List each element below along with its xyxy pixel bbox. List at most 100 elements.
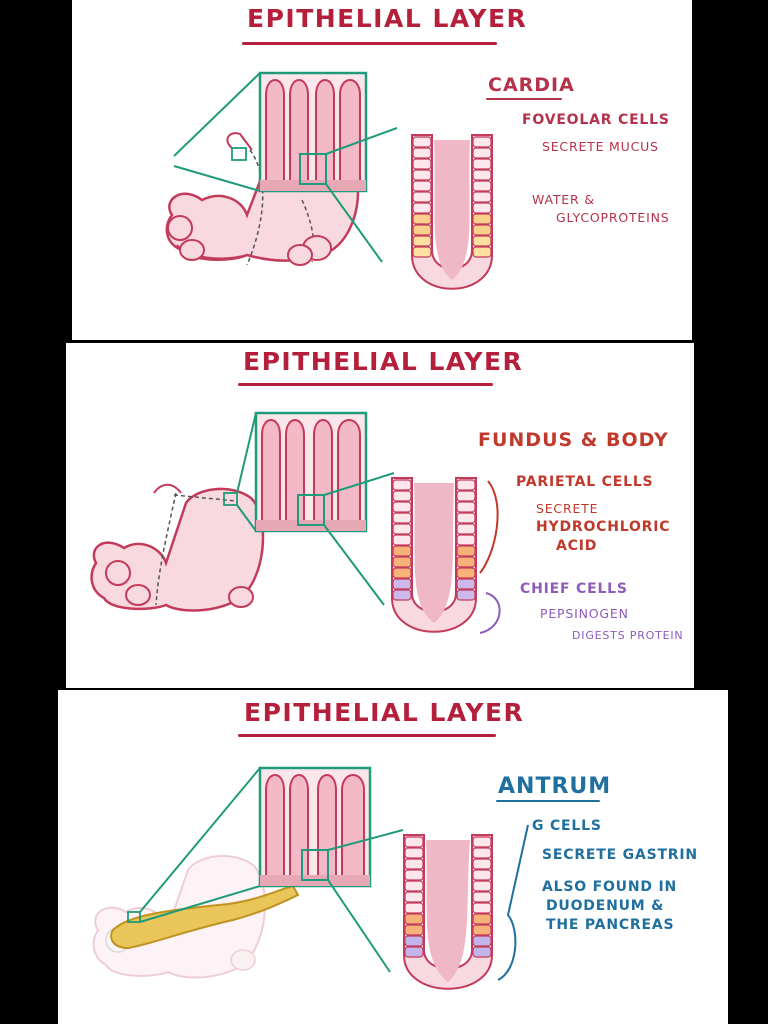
region-underline [496,800,600,802]
title-underline [238,734,496,737]
epithelial-cell [456,490,476,502]
epithelial-cell [472,169,492,181]
panel-title: Epithelial layer [243,347,524,376]
fundus-illustration [90,411,501,634]
epithelial-cell [412,224,432,236]
epithelial-cell [472,202,492,214]
epithelial-cell [472,158,492,170]
epithelial-cell [472,191,492,203]
epithelial-cell [472,246,492,258]
epithelial-cell [472,913,492,925]
epithelial-cell [392,534,412,546]
epithelial-cell [392,523,412,535]
epithelial-cell [456,578,476,590]
epithelial-cell [404,880,424,892]
epithelial-cell [472,880,492,892]
note-secrete-gastrin: Secrete gastrin [542,847,698,863]
epithelial-cell [404,858,424,870]
epithelial-cell [392,545,412,557]
note-foveolar-cells: Foveolar cells [522,112,670,128]
epithelial-cell [404,847,424,859]
title-underline [238,383,493,386]
epithelial-cell [412,191,432,203]
note-digests-protein: Digests protein [572,629,684,642]
epithelial-cell [404,946,424,958]
cardia-illustration [165,71,493,290]
note-g-cells: G cells [532,818,602,834]
epithelial-cell [472,224,492,236]
note-hydrochloric: Hydrochloric [536,519,671,535]
note-secrete: Secrete [536,501,599,516]
region-label-cardia: Cardia [488,74,575,96]
epithelial-cell [412,147,432,159]
note-acid: Acid [556,538,598,554]
epithelial-cell [392,556,412,568]
epithelial-cell [392,578,412,590]
epithelial-cell [392,567,412,579]
epithelial-cell [412,169,432,181]
note-water: Water & [532,192,595,207]
epithelial-cell [472,946,492,958]
epithelial-cell [456,556,476,568]
epithelial-cell [456,545,476,557]
note-pepsinogen: Pepsinogen [540,606,629,621]
epithelial-cell [404,891,424,903]
note-chief-cells: Chief cells [520,581,628,597]
panel-title: Epithelial layer [244,698,525,727]
epithelial-cell [472,858,492,870]
epithelial-cell [404,869,424,881]
panel-fundus-body: Epithelial layer Fundus & Body Parietal … [66,343,694,688]
epithelial-cell [412,235,432,247]
epithelial-cell [404,913,424,925]
note-glycoproteins: Glycoproteins [556,210,670,225]
epithelial-cell [412,246,432,258]
epithelial-cell [472,924,492,936]
epithelial-cell [472,136,492,148]
epithelial-cell [472,180,492,192]
note-the-pancreas: the pancreas [546,917,675,933]
title-underline [242,42,497,45]
epithelial-cell [456,523,476,535]
epithelial-cell [404,924,424,936]
epithelial-cell [404,836,424,848]
epithelial-cell [412,202,432,214]
region-underline [486,98,562,100]
epithelial-cell [404,935,424,947]
note-also-found-in: Also found in [542,879,677,895]
epithelial-cell [392,512,412,524]
epithelial-cell [456,501,476,513]
gastric-gland-cardia [411,134,493,290]
epithelial-cell [456,589,476,601]
stomach-drawing [90,483,265,612]
epithelial-cell [456,534,476,546]
epithelial-cell [472,235,492,247]
panel-cardia: Epithelial layer Cardia Foveolar cells S… [72,0,692,340]
antrum-illustration [92,766,529,990]
epithelial-cell [404,902,424,914]
epithelial-cell [472,902,492,914]
note-secrete-mucus: Secrete mucus [542,139,659,154]
epithelial-cell [412,136,432,148]
epithelial-cell [472,213,492,225]
region-label-antrum: Antrum [498,774,612,799]
epithelial-cell [456,512,476,524]
note-duodenum: duodenum & [546,898,665,914]
epithelial-cell [392,490,412,502]
epithelial-cell [412,180,432,192]
epithelial-cell [412,213,432,225]
panel-antrum: Epithelial layer Antrum G cells Secrete … [58,690,728,1024]
region-label-fundus-body: Fundus & Body [478,429,669,451]
epithelial-cell [472,935,492,947]
epithelial-cell [456,479,476,491]
epithelial-cell [456,567,476,579]
epithelial-cell [472,869,492,881]
epithelial-cell [392,589,412,601]
epithelial-cell [472,836,492,848]
note-parietal-cells: Parietal cells [516,474,654,490]
epithelial-cell [472,847,492,859]
epithelial-cell [392,479,412,491]
epithelial-cell [412,158,432,170]
epithelial-cell [392,501,412,513]
epithelial-cell [472,891,492,903]
panel-title: Epithelial layer [247,4,528,33]
